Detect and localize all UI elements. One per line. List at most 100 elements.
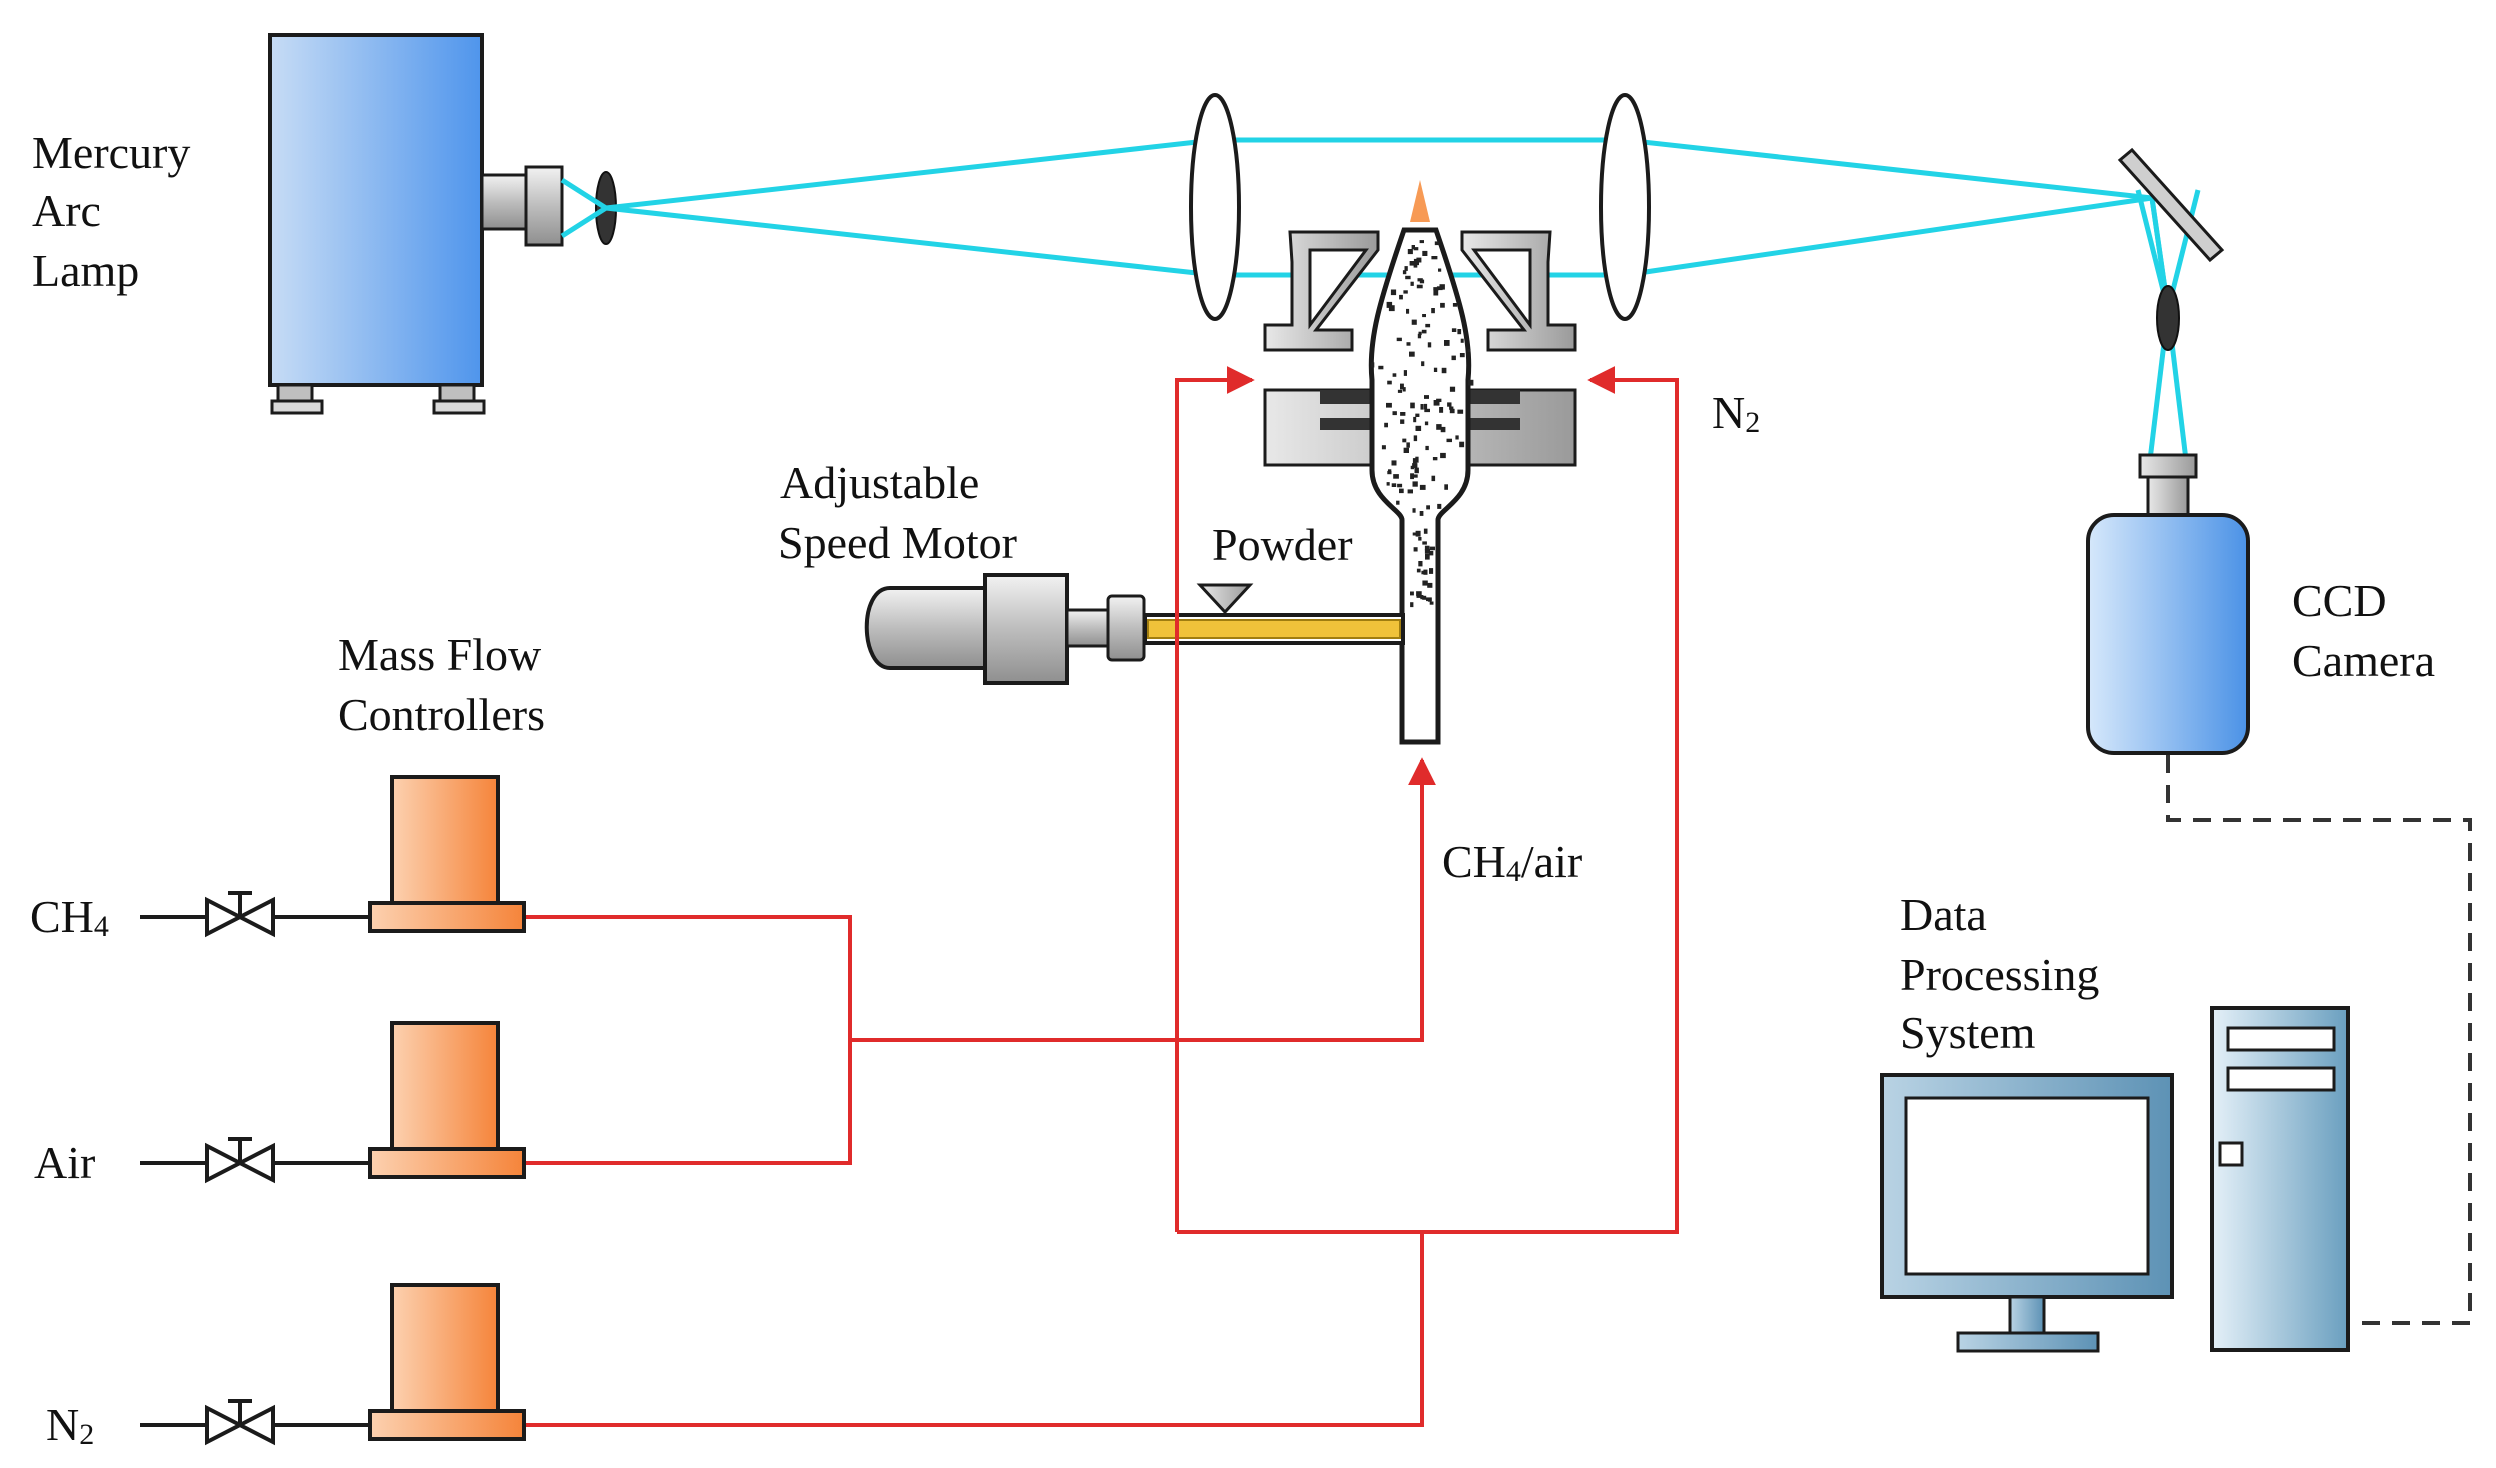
light-beam	[560, 137, 2201, 461]
mfc-n2	[368, 1283, 526, 1441]
powder-particle	[1437, 503, 1442, 509]
label-mfc-1: Mass Flow	[338, 629, 542, 680]
powder-particle	[1391, 483, 1397, 487]
powder-particle	[1429, 601, 1434, 605]
powder-particle	[1402, 270, 1407, 275]
powder-particle	[1441, 367, 1447, 374]
powder-particle	[1424, 421, 1429, 426]
powder-particle	[1438, 268, 1442, 272]
mfc-air	[368, 1021, 526, 1179]
powder-particle	[1422, 314, 1426, 318]
powder-particle	[1410, 602, 1414, 608]
powder-particle	[1413, 416, 1417, 423]
powder-particle	[1406, 342, 1411, 346]
powder-particle	[1459, 441, 1465, 448]
powder-particle	[1412, 474, 1418, 478]
label-gas-air: Air	[34, 1137, 95, 1188]
powder-particle	[1413, 435, 1418, 442]
powder-particle	[1392, 411, 1397, 416]
label-ccd-1: CCD	[2292, 575, 2387, 626]
label-dps-1: Data	[1900, 889, 1987, 940]
powder-particle	[1384, 422, 1388, 428]
powder-particle	[1416, 284, 1423, 289]
powder-particle	[1440, 426, 1446, 433]
powder-particle	[1451, 355, 1456, 361]
powder-particle	[1423, 569, 1428, 575]
powder-particle	[1423, 528, 1428, 534]
label-gas-n2: N2	[46, 1399, 94, 1451]
powder-particle	[1431, 308, 1435, 314]
powder-particle	[1444, 484, 1448, 490]
powder-particle	[1418, 537, 1422, 541]
powder-particle	[1386, 301, 1393, 308]
powder-particle	[1460, 338, 1464, 343]
powder-particle	[1386, 402, 1392, 408]
powder-particle	[1392, 373, 1397, 377]
powder-particle	[1433, 400, 1440, 406]
powder-particle	[1415, 456, 1419, 463]
powder-particle	[1433, 287, 1439, 291]
powder-particle	[1388, 305, 1395, 312]
powder-particles	[1371, 240, 1474, 608]
camera-data-cable	[2166, 755, 2472, 1325]
label-lamp-3: Lamp	[32, 245, 139, 296]
powder-particle	[1413, 258, 1418, 265]
powder-particle	[1424, 403, 1428, 410]
powder-particle	[1406, 308, 1410, 314]
powder-particle	[1468, 379, 1474, 386]
powder-particle	[1422, 595, 1427, 600]
powder-particle	[1433, 367, 1438, 372]
powder-particle	[1433, 289, 1439, 296]
computer-monitor	[1880, 1073, 2174, 1353]
powder-particle	[1424, 395, 1429, 399]
label-lamp-1: Mercury	[32, 127, 190, 178]
label-mfc-2: Controllers	[338, 689, 545, 740]
powder-particle	[1420, 595, 1424, 600]
powder-particle	[1426, 505, 1430, 510]
powder-particle	[1396, 337, 1402, 342]
label-gas-ch4: CH4	[30, 891, 109, 943]
powder-particle	[1425, 323, 1431, 328]
powder-particle	[1427, 342, 1432, 348]
powder-particle	[1427, 598, 1432, 602]
powder-particle	[1431, 256, 1438, 260]
powder-particle	[1371, 362, 1375, 368]
powder-particle	[1409, 351, 1415, 357]
powder-particle	[1410, 465, 1414, 470]
powder-particle	[1429, 546, 1435, 551]
powder-particle	[1404, 266, 1408, 271]
powder-particle	[1424, 408, 1430, 413]
label-powder: Powder	[1212, 519, 1353, 570]
powder-particle	[1399, 488, 1404, 494]
powder-particle	[1457, 409, 1464, 414]
label-motor-2: Speed Motor	[778, 517, 1017, 568]
powder-particle	[1425, 445, 1429, 451]
powder-particle	[1419, 279, 1425, 284]
powder-particle	[1415, 425, 1422, 431]
powder-particle	[1402, 387, 1406, 392]
powder-particle	[1467, 349, 1471, 353]
powder-particle	[1403, 447, 1409, 453]
powder-particle	[1436, 398, 1442, 402]
powder-particle	[1397, 483, 1403, 488]
powder-particle	[1439, 407, 1444, 413]
powder-particle	[1410, 281, 1414, 286]
label-lamp-2: Arc	[32, 185, 101, 236]
powder-particle	[1400, 419, 1405, 424]
powder-particle	[1452, 303, 1458, 307]
powder-particle	[1400, 383, 1404, 390]
powder-particle	[1412, 532, 1417, 536]
mercury-arc-lamp	[268, 33, 617, 415]
powder-particle	[1391, 460, 1397, 466]
powder-particle	[1378, 365, 1384, 370]
powder-particle	[1396, 500, 1400, 505]
powder-particle	[1422, 580, 1428, 586]
powder-particle	[1417, 278, 1423, 282]
powder-particle	[1455, 435, 1459, 440]
powder-particle	[1417, 333, 1422, 339]
powder-particle	[1449, 386, 1456, 392]
mfc-ch4	[368, 775, 526, 933]
powder-particle	[1410, 402, 1415, 409]
powder-particle	[1421, 361, 1425, 367]
lens-left	[1189, 93, 1241, 321]
